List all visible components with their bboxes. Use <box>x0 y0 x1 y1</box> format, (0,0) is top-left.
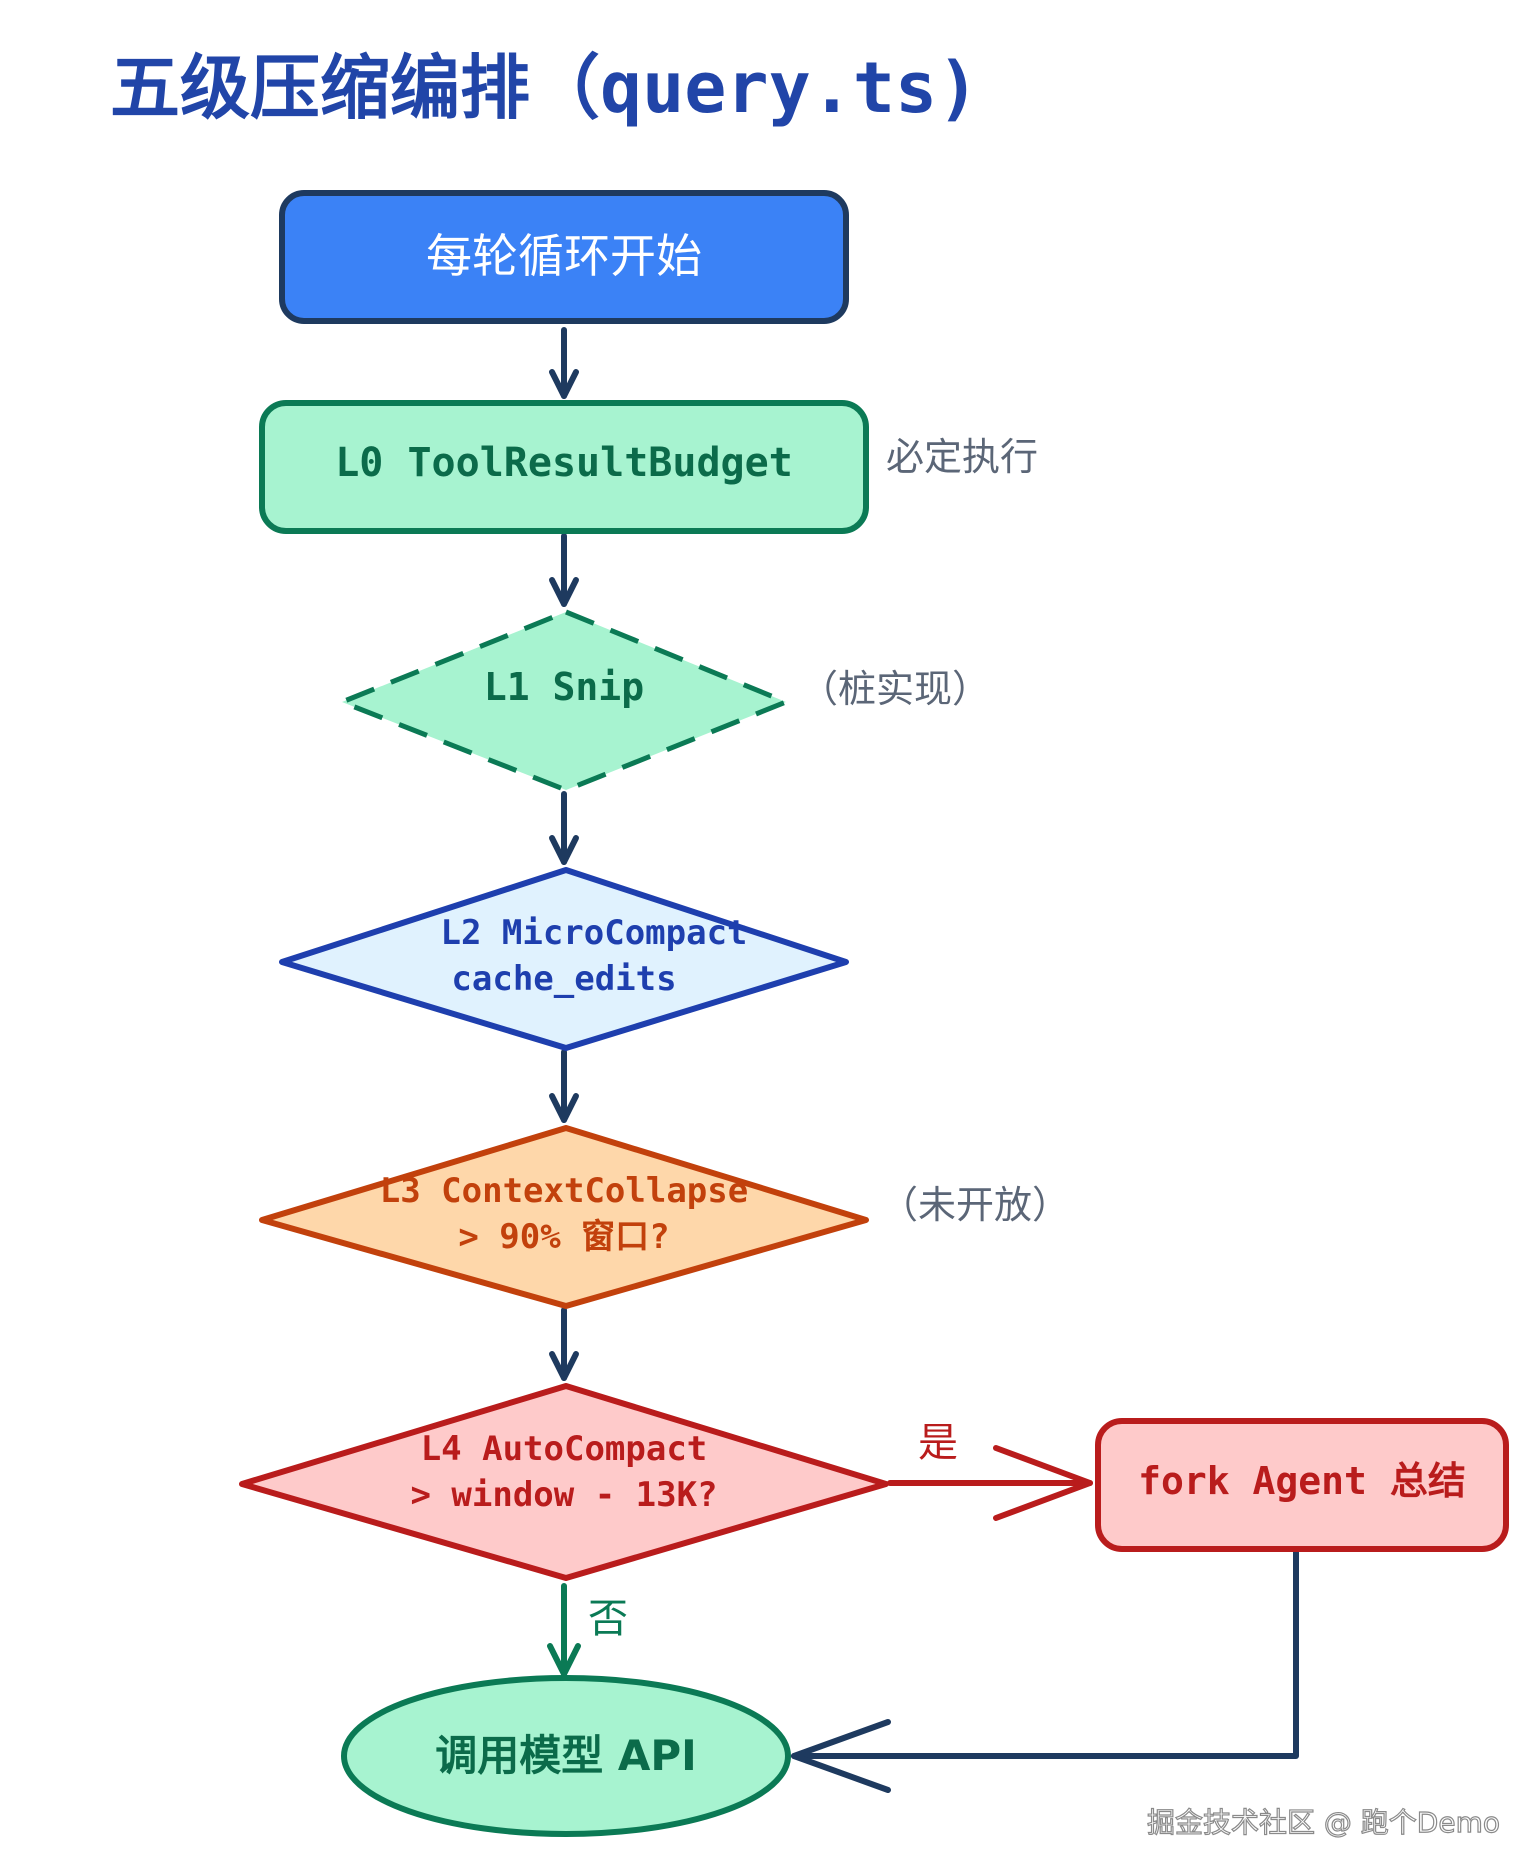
call-api-node-label: 调用模型 API <box>435 1731 697 1780</box>
edge-fork-to-api <box>791 1549 1299 1759</box>
arrowhead-l3-to-l4 <box>549 1351 579 1381</box>
l3-node <box>259 1125 869 1309</box>
l1-note: （桩实现） <box>800 667 990 711</box>
l3-node-line2: > 90% 窗口? <box>458 1217 669 1257</box>
start-node <box>279 190 849 324</box>
l1-node-label: L1 Snip <box>484 665 644 709</box>
watermark: 掘金技术社区 @ 跑个Demo <box>1147 1806 1500 1839</box>
arrowhead-fork-to-api <box>791 1719 891 1793</box>
arrowhead-l1-to-l2 <box>549 835 579 865</box>
page-title: 五级压缩编排（query.ts) <box>110 47 979 129</box>
no-label: 否 <box>588 1596 628 1642</box>
fork-agent-node <box>1095 1418 1509 1552</box>
l3-note: （未开放） <box>880 1183 1070 1227</box>
l0-note: 必定执行 <box>886 435 1038 479</box>
l0-node-label: L0 ToolResultBudget <box>335 440 793 486</box>
arrowhead-l4-to-api <box>547 1643 581 1677</box>
arrowhead-l2-to-l3 <box>549 1093 579 1123</box>
l2-node <box>279 867 849 1051</box>
l4-node <box>239 1383 889 1581</box>
l0-node <box>259 400 869 534</box>
arrowhead-l4-to-fork <box>993 1445 1093 1521</box>
l2-node-line2: cache_edits <box>451 959 676 999</box>
l4-node-line2: > window - 13K? <box>410 1475 717 1515</box>
call-api-node <box>341 1675 791 1837</box>
fork-agent-node-label: fork Agent 总结 <box>1138 1459 1466 1503</box>
l1-node <box>339 609 789 793</box>
start-node-label: 每轮循环开始 <box>426 229 702 283</box>
l3-node-line1: L3 ContextCollapse <box>380 1171 748 1211</box>
l4-node-line1: L4 AutoCompact <box>421 1429 708 1469</box>
arrowhead-start-to-l0 <box>549 369 579 399</box>
yes-label: 是 <box>918 1420 958 1466</box>
l2-node-line1: L2 MicroCompact <box>440 913 747 953</box>
arrowhead-l0-to-l1 <box>549 577 579 607</box>
